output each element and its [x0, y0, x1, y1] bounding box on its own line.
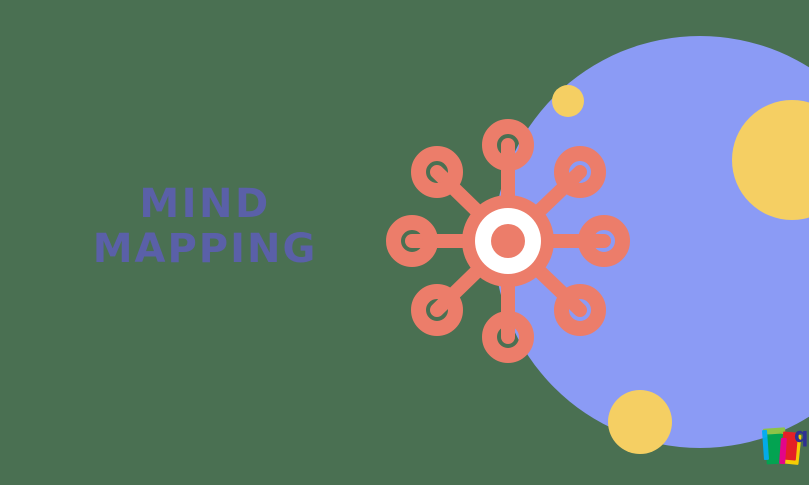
- mind-map-icon-node-bottom-right: [554, 284, 606, 336]
- logo-mark-svg: q: [762, 423, 808, 465]
- blue-background-circle: [494, 36, 809, 448]
- mind-map-icon-node-right: [578, 215, 630, 267]
- mind-map-icon-node-left: [386, 215, 438, 267]
- mind-map-hub-center-dot: [491, 224, 525, 258]
- logo-shape-magenta: [779, 437, 787, 465]
- logo-letter-q: q: [794, 423, 808, 447]
- yellow-decor-circles: [552, 85, 809, 454]
- mind-map-icon-node-top-right: [554, 146, 606, 198]
- title-line-2: MAPPING: [92, 225, 318, 272]
- mind-map-icon-node-top: [482, 119, 534, 171]
- mind-map-icon-node-bottom: [482, 311, 534, 363]
- page-title: MIND MAPPING: [40, 182, 370, 272]
- brand-logo-watermark: q: [758, 420, 808, 480]
- mind-map-icon-node-bottom-left: [411, 284, 463, 336]
- mind-map-icon-node-top-left: [411, 146, 463, 198]
- yellow-circle-top-right-large: [732, 100, 809, 220]
- title-line-1: MIND: [139, 181, 271, 227]
- yellow-circle-bottom: [608, 390, 672, 454]
- yellow-circle-top-small: [552, 85, 584, 117]
- mind-map-icon: [386, 119, 630, 363]
- logo-shape-cyan: [762, 429, 769, 461]
